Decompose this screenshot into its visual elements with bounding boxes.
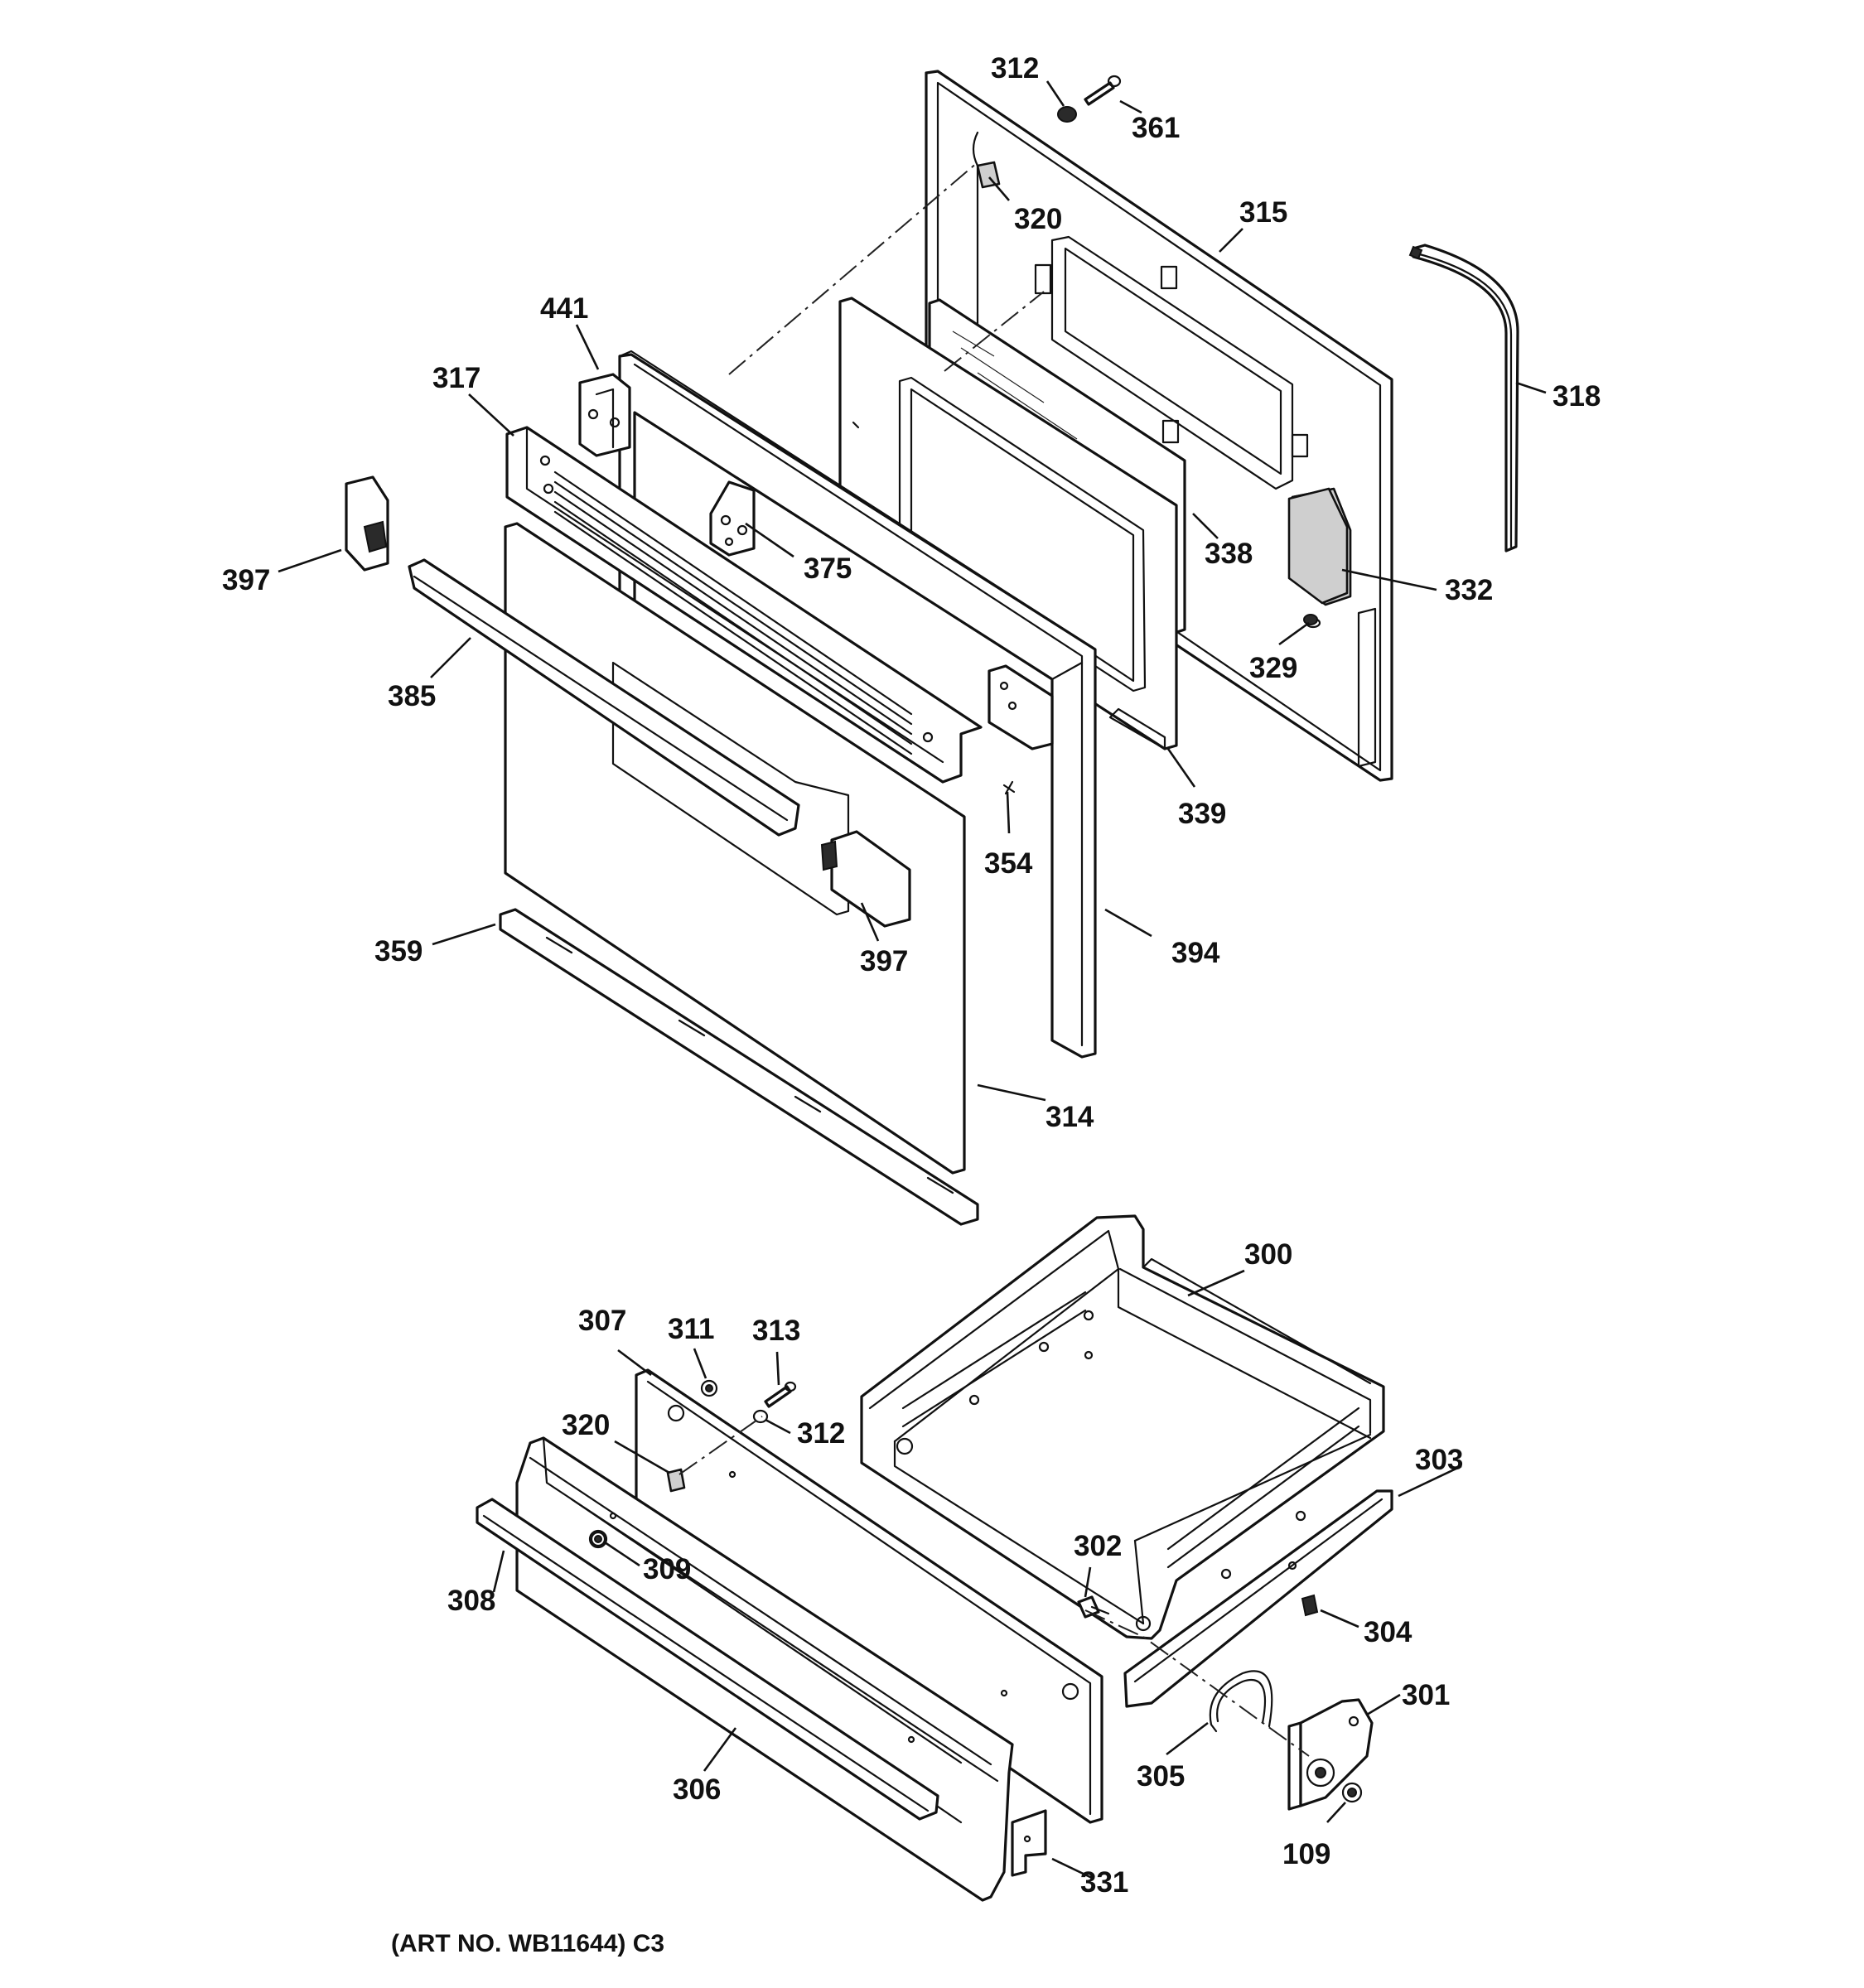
callout-309: 309 [643, 1553, 691, 1585]
screw-313 [764, 1381, 797, 1408]
callout-318: 318 [1553, 380, 1601, 413]
door-handle-385 [408, 558, 800, 837]
callout-331: 331 [1080, 1866, 1128, 1899]
callout-314: 314 [1045, 1101, 1094, 1133]
callout-305: 305 [1137, 1760, 1185, 1793]
callout-311: 311 [668, 1313, 714, 1345]
screw-361 [1084, 75, 1122, 106]
callout-labels: 312 361 320 315 318 441 317 375 338 332 … [222, 52, 1601, 1899]
callout-302: 302 [1074, 1530, 1122, 1562]
callout-354: 354 [984, 847, 1033, 880]
callout-441: 441 [540, 292, 588, 325]
callout-306: 306 [673, 1773, 721, 1806]
callout-301: 301 [1402, 1679, 1450, 1711]
callout-385: 385 [388, 680, 436, 712]
drawer-rail-303 [1123, 1489, 1393, 1708]
assembly-line-upper-2 [944, 291, 1045, 372]
assembly-line-lower-1 [678, 1416, 763, 1475]
outer-door-panel-314 [504, 522, 966, 1175]
bracket-331 [1011, 1809, 1047, 1877]
hinge-bracket-441 [578, 373, 631, 457]
drawer-body-300 [860, 1214, 1385, 1640]
bracket-301 [1287, 1698, 1374, 1811]
screw-309 [588, 1529, 608, 1549]
callout-375: 375 [804, 552, 852, 585]
screw-354 [1002, 780, 1016, 795]
assembly-line-lower-2 [1084, 1609, 1310, 1757]
callout-338: 338 [1205, 538, 1253, 570]
callout-303: 303 [1415, 1444, 1463, 1476]
drawer-handle-308 [476, 1498, 939, 1821]
callout-397: 397 [222, 564, 270, 596]
latch-cover-332 [1287, 487, 1349, 605]
callout-339: 339 [1178, 798, 1226, 830]
vent-trim-317 [505, 426, 983, 784]
callout-397-lower: 397 [860, 945, 908, 977]
nut-312-top [1057, 106, 1077, 123]
callout-332: 332 [1445, 574, 1493, 606]
callout-300: 300 [1244, 1238, 1292, 1271]
callout-109: 109 [1282, 1838, 1330, 1870]
assembly-line-upper-1 [728, 162, 978, 375]
wire-clip-305 [1209, 1670, 1273, 1733]
callout-304: 304 [1364, 1616, 1412, 1648]
callout-307: 307 [578, 1305, 626, 1337]
nut-109 [1341, 1782, 1363, 1803]
art-number-caption: (ART NO. WB11644) C3 [391, 1930, 664, 1957]
handle-endcap-397-left [345, 475, 389, 572]
callout-320: 320 [1014, 203, 1062, 235]
roller-304 [1301, 1594, 1319, 1617]
callout-312: 312 [991, 52, 1039, 84]
handle-endcap-397-right [820, 830, 911, 928]
callout-361: 361 [1132, 112, 1180, 144]
hinge-bracket-right [988, 664, 1054, 750]
callout-394: 394 [1171, 937, 1220, 969]
gasket-318 [1408, 244, 1519, 552]
callout-329: 329 [1249, 652, 1297, 684]
washer-312-lower [752, 1409, 769, 1424]
callout-359: 359 [374, 935, 423, 967]
leader-lines [278, 80, 1547, 1880]
screw-329 [1303, 614, 1318, 625]
nut-311 [700, 1379, 718, 1397]
bracket-375 [709, 480, 756, 557]
bottom-trim-359 [499, 908, 979, 1226]
callout-317: 317 [432, 362, 480, 394]
stud-302 [1077, 1595, 1110, 1619]
callout-313: 313 [752, 1315, 800, 1347]
callout-320-lower: 320 [562, 1409, 610, 1441]
callout-308: 308 [447, 1585, 495, 1617]
callout-312-lower: 312 [797, 1417, 845, 1450]
callout-315: 315 [1239, 196, 1287, 229]
